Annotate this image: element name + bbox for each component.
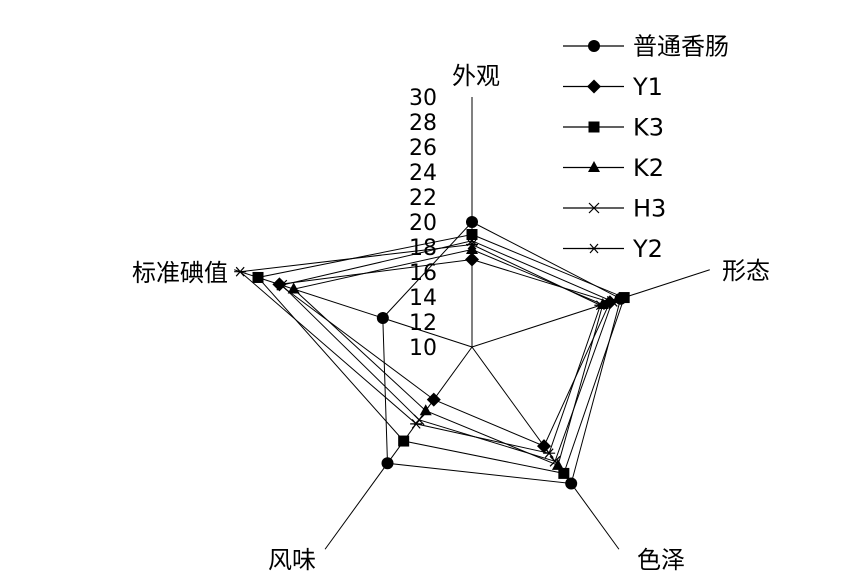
data-point: [419, 404, 432, 416]
legend-item: 普通香肠: [563, 33, 729, 61]
legend-label: Y1: [632, 73, 663, 101]
tick-label: 24: [409, 161, 437, 186]
data-point: [618, 292, 630, 304]
legend-item: K2: [563, 154, 664, 182]
axis-label-appearance: 外观: [452, 62, 500, 90]
series-line: [278, 258, 611, 447]
series-group: [234, 239, 607, 459]
axis-line-shape: [471, 269, 710, 348]
tick-label: 10: [409, 336, 437, 361]
tick-label: 30: [409, 86, 437, 111]
tick-label: 12: [409, 311, 437, 336]
data-point: [398, 435, 410, 447]
legend-label: H3: [633, 195, 666, 223]
axis-line-flavor: [324, 346, 473, 550]
axis-label-layer: 外观 形态 色泽 风味 标准碘值: [132, 62, 770, 574]
series-layer: [234, 216, 630, 490]
data-point: [466, 216, 478, 228]
legend-item: H3: [563, 195, 666, 223]
data-point: [594, 300, 607, 311]
data-point: [272, 277, 287, 292]
data-point: [234, 266, 247, 277]
legend-marker: [588, 121, 600, 133]
data-point: [606, 295, 618, 307]
data-point: [410, 418, 423, 429]
legend-marker: [588, 202, 600, 214]
axis-line-iodine-value: [234, 269, 473, 348]
series-line: [257, 233, 625, 474]
legend-label: K3: [633, 114, 664, 142]
series-line: [239, 243, 602, 454]
legend-label: K2: [633, 154, 664, 182]
tick-label: 20: [409, 211, 437, 236]
data-point: [276, 279, 288, 291]
data-point: [252, 271, 264, 283]
legend-marker: [587, 79, 601, 94]
data-point: [558, 467, 570, 479]
legend-label: Y2: [632, 235, 663, 263]
data-point: [381, 457, 394, 470]
series-line: [280, 240, 613, 462]
axis-label-flavor: 风味: [268, 546, 316, 574]
data-point: [466, 243, 478, 254]
data-point: [543, 448, 556, 459]
tick-label: 26: [409, 136, 437, 161]
tick-label: 14: [409, 286, 437, 311]
data-point: [466, 239, 478, 250]
axis-label-shape: 形态: [722, 257, 770, 285]
legend-marker: [588, 243, 600, 254]
legend-marker: [588, 40, 600, 52]
legend-marker: [588, 161, 600, 172]
data-point: [549, 455, 561, 467]
tick-label: 28: [409, 111, 437, 136]
legend-label: 普通香肠: [633, 33, 729, 61]
data-point: [537, 439, 552, 454]
series-group: [252, 229, 630, 479]
data-point: [466, 229, 478, 240]
data-point: [287, 282, 300, 294]
tick-label: 18: [409, 236, 437, 261]
data-point: [426, 392, 441, 407]
tick-label: 22: [409, 186, 437, 211]
series-line: [292, 248, 604, 466]
data-point: [565, 477, 578, 490]
legend-item: Y2: [563, 235, 663, 263]
legend-item: K3: [563, 114, 664, 142]
axis-label-color: 色泽: [637, 546, 685, 574]
data-point: [376, 312, 389, 325]
tick-label: 16: [409, 261, 437, 286]
axis-label-iodine-value: 标准碘值: [132, 259, 228, 287]
legend-item: Y1: [563, 73, 663, 101]
data-point: [465, 252, 479, 267]
